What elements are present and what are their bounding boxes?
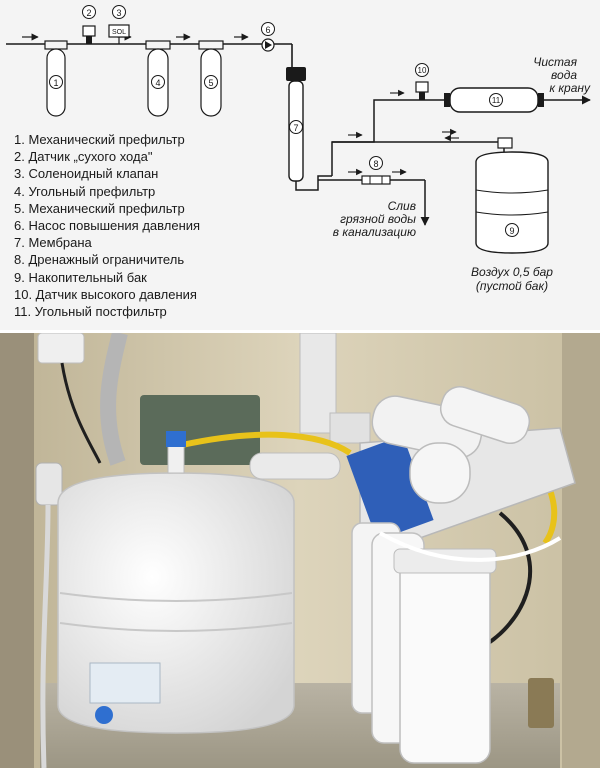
legend-item: 9. Накопительный бак — [14, 269, 147, 285]
solenoid-valve: 3 SOL — [108, 5, 130, 44]
high-pressure-sensor: 10 — [415, 63, 429, 100]
booster-pump: 6 — [261, 22, 275, 52]
component-number: 5 — [208, 78, 213, 88]
legend-item: 3. Соленоидный клапан — [14, 166, 159, 182]
clean-water-label-2: вода — [551, 68, 577, 82]
storage-tank-photo — [57, 431, 295, 734]
component-number: 10 — [418, 66, 427, 75]
storage-tank: 9 — [475, 137, 549, 254]
legend-item: 5. Механический префильтр — [14, 200, 185, 216]
yellow-hose — [181, 431, 352, 456]
component-number: 6 — [265, 25, 270, 35]
component-number: 3 — [116, 8, 121, 18]
drain-label-1: Слив — [388, 199, 416, 213]
legend-item: 10. Датчик высокого давления — [14, 286, 197, 302]
carbon-postfilter: 11 — [444, 87, 544, 113]
legend-item: 8. Дренажный ограничитель — [14, 252, 185, 268]
drain-restrictor: 8 — [361, 156, 391, 185]
corrugated-hose — [100, 333, 128, 466]
cabinet-left-side — [0, 333, 34, 768]
legend-item: 2. Датчик „сухого хода" — [14, 149, 153, 165]
tank-note-2: (пустой бак) — [476, 279, 548, 293]
legend-item: 11. Угольный постфильтр — [14, 304, 167, 320]
component-number: 2 — [86, 8, 91, 18]
power-cable — [40, 504, 51, 768]
drain-label-2: грязной воды — [340, 212, 416, 226]
cabinet-hinge — [528, 678, 554, 728]
black-hose — [60, 362, 102, 464]
shutoff-valve-panel — [140, 395, 260, 465]
tank-valve — [95, 706, 113, 724]
dry-run-sensor: 2 — [82, 5, 96, 44]
legend-item: 7. Мембрана — [14, 235, 92, 251]
tank-note-1: Воздух 0,5 бар — [471, 265, 553, 279]
schematic-svg: 1 4 5 2 3 SOL — [6, 5, 591, 293]
photo-illustration — [0, 333, 600, 768]
clean-water-label-1: Чистая — [533, 55, 577, 69]
filter-housing — [399, 552, 491, 764]
component-legend: 1. Механический префильтр 2. Датчик „сух… — [14, 131, 200, 320]
drain-pipe — [329, 412, 371, 444]
drain-pipe — [249, 452, 341, 480]
sol-label: SOL — [112, 29, 126, 36]
component-number: 4 — [155, 78, 160, 88]
component-number: 7 — [293, 123, 298, 133]
membrane: 7 — [286, 67, 306, 182]
legend-item: 4. Угольный префильтр — [14, 183, 156, 199]
prefilter-4: 4 — [145, 40, 171, 117]
prefilter-5: 5 — [198, 40, 224, 117]
wall-socket — [37, 333, 85, 364]
membrane-housing — [409, 442, 471, 504]
component-number: 11 — [492, 96, 501, 105]
component-number: 9 — [509, 226, 514, 236]
clean-water-label-3: к крану — [549, 81, 591, 95]
postfilter-cartridge — [439, 386, 531, 444]
white-tube — [379, 531, 562, 562]
legend-item: 6. Насос повышения давления — [14, 218, 201, 234]
installation-photo — [0, 333, 600, 768]
prefilter-1: 1 — [44, 40, 68, 117]
schematic-diagram: 1 4 5 2 3 SOL — [0, 0, 600, 330]
component-number: 8 — [373, 159, 378, 169]
component-number: 1 — [53, 78, 58, 88]
legend-item: 1. Механический префильтр — [14, 132, 185, 147]
cabinet-right-side — [562, 333, 600, 768]
drain-label-3: в канализацию — [333, 225, 416, 239]
